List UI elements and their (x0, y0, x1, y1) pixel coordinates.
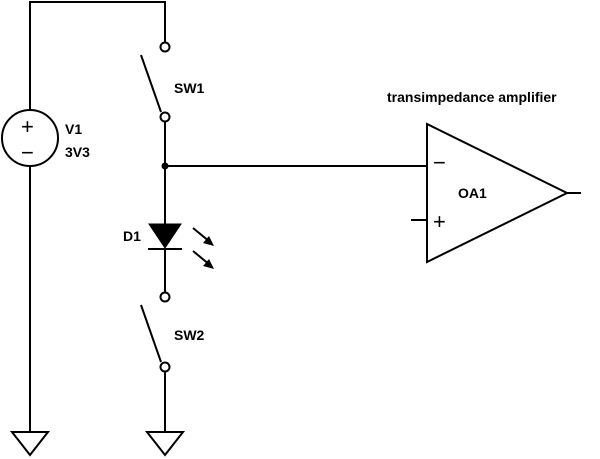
amplifier-annotation: transimpedance amplifier (387, 89, 557, 105)
opamp-oa1: − + OA1 (411, 122, 581, 264)
switch-sw2: SW2 (140, 291, 205, 433)
sw2-label: SW2 (174, 327, 205, 343)
sw2-lever (140, 304, 162, 363)
opamp-inverting-sign: − (433, 150, 446, 175)
photodiode-d1: D1 (123, 223, 214, 293)
ground-left (9, 431, 51, 457)
opamp-triangle (426, 122, 570, 264)
source-ref-label: V1 (65, 121, 82, 137)
diode-triangle (148, 223, 182, 249)
opamp-noninverting-sign: + (433, 209, 446, 234)
light-arrow-2-head (203, 259, 214, 269)
sw2-top-contact (159, 291, 171, 303)
source-value-label: 3V3 (65, 144, 90, 160)
light-arrow-1-head (203, 236, 214, 246)
diode-label: D1 (123, 228, 141, 244)
sw1-top-contact (159, 41, 171, 53)
sw1-bottom-contact (159, 111, 171, 123)
sw1-lever (140, 54, 162, 113)
sw1-label: SW1 (174, 80, 205, 96)
voltage-source-v1: + − V1 3V3 (1, 1, 90, 433)
source-minus-sign: − (21, 140, 34, 165)
wire-top (29, 1, 166, 43)
opamp-label: OA1 (458, 185, 487, 201)
source-plus-sign: + (21, 114, 34, 139)
sw2-bottom-contact (159, 361, 171, 373)
ground-right (144, 431, 186, 457)
switch-sw1: SW1 (140, 41, 205, 123)
